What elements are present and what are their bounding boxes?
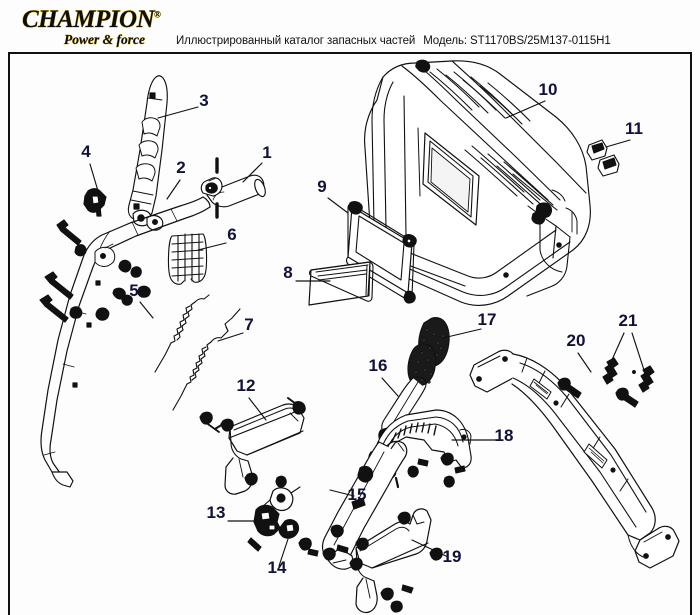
leader-line-12 <box>248 397 267 421</box>
part-9-window-frame-bezel <box>345 201 417 304</box>
catalog-header: CHAMPION® Power & force Иллюстрированный… <box>0 0 700 55</box>
part-3-handle-grip-control <box>127 75 168 231</box>
leader-line-3 <box>157 106 199 119</box>
leader-line-11 <box>605 139 631 148</box>
part-19-right-side-shield <box>349 508 443 614</box>
callout-number-18[interactable]: 18 <box>495 426 514 445</box>
leader-line-21 <box>631 332 645 371</box>
leader-line-14 <box>278 538 289 567</box>
logo-wordmark-text: CHAMPION <box>22 6 156 34</box>
callout-number-12[interactable]: 12 <box>237 376 256 395</box>
callout-leader-lines <box>89 100 645 567</box>
callout-number-20[interactable]: 20 <box>567 331 586 350</box>
leader-line-19 <box>411 539 449 558</box>
leader-line-21 <box>610 332 625 363</box>
leader-line-1 <box>242 162 263 183</box>
champion-logo: CHAMPION® Power & force <box>22 6 172 50</box>
part-21-frame-fasteners <box>557 357 655 408</box>
catalog-title-bar: Иллюстрированный каталог запасных частей… <box>176 35 611 47</box>
callout-number-8[interactable]: 8 <box>283 263 292 282</box>
callout-number-6[interactable]: 6 <box>227 225 236 244</box>
leader-line-2 <box>166 179 181 200</box>
leader-line-7 <box>217 332 244 342</box>
part-8-window-panel <box>308 261 374 306</box>
part-14-mounting-bolt <box>278 519 300 539</box>
part-17-auger-brush-assembly <box>407 317 450 387</box>
part-7-control-spring-right <box>172 308 241 411</box>
model-number-text: Модель: ST1170BS/25M137-0115H1 <box>423 35 611 47</box>
callout-number-9[interactable]: 9 <box>317 177 326 196</box>
logo-wordmark: CHAMPION® <box>22 6 162 34</box>
diagram-frame-border <box>8 52 692 615</box>
leader-line-6 <box>197 242 227 251</box>
pivot-collar <box>261 486 301 512</box>
callout-number-7[interactable]: 7 <box>244 315 253 334</box>
part-12-left-side-shield <box>199 397 306 495</box>
callout-number-2[interactable]: 2 <box>176 158 185 177</box>
callout-number-5[interactable]: 5 <box>129 281 138 300</box>
catalog-title-text: Иллюстрированный каталог запасных частей <box>176 35 416 47</box>
leader-line-16 <box>381 377 399 397</box>
part-1-muffler-guard <box>200 157 266 219</box>
callout-number-14[interactable]: 14 <box>268 558 287 577</box>
part-5-control-spring-left <box>154 294 210 373</box>
callout-number-4[interactable]: 4 <box>81 142 91 161</box>
fastener-group-center <box>247 537 349 561</box>
part-6-coil-spring <box>167 233 208 285</box>
fastener-group-left <box>39 219 151 323</box>
callout-number-16[interactable]: 16 <box>369 356 388 375</box>
callout-number-1[interactable]: 1 <box>262 143 271 162</box>
part-4-cable-clamp-bracket <box>83 188 107 217</box>
callout-number-15[interactable]: 15 <box>348 485 367 504</box>
callout-number-11[interactable]: 11 <box>625 119 643 138</box>
registered-trademark-icon: ® <box>154 9 161 20</box>
logo-tagline: Power & force <box>64 32 146 48</box>
leader-line-10 <box>505 100 546 119</box>
leader-line-15 <box>329 489 355 497</box>
part-10-engine-housing-cover <box>363 59 591 306</box>
callout-number-21[interactable]: 21 <box>619 311 638 330</box>
callout-number-10[interactable]: 10 <box>539 80 558 99</box>
callout-number-3[interactable]: 3 <box>199 91 208 110</box>
leader-line-9 <box>327 197 349 214</box>
callout-number-19[interactable]: 19 <box>443 547 462 566</box>
leader-line-4 <box>89 163 99 192</box>
leader-line-5 <box>139 301 154 319</box>
part-11-housing-clips <box>586 139 620 177</box>
leader-line-17 <box>442 328 482 339</box>
part-20-main-chassis-frame <box>469 349 680 569</box>
leader-line-20 <box>577 352 592 373</box>
callout-number-17[interactable]: 17 <box>478 310 497 329</box>
callout-number-13[interactable]: 13 <box>207 503 226 522</box>
